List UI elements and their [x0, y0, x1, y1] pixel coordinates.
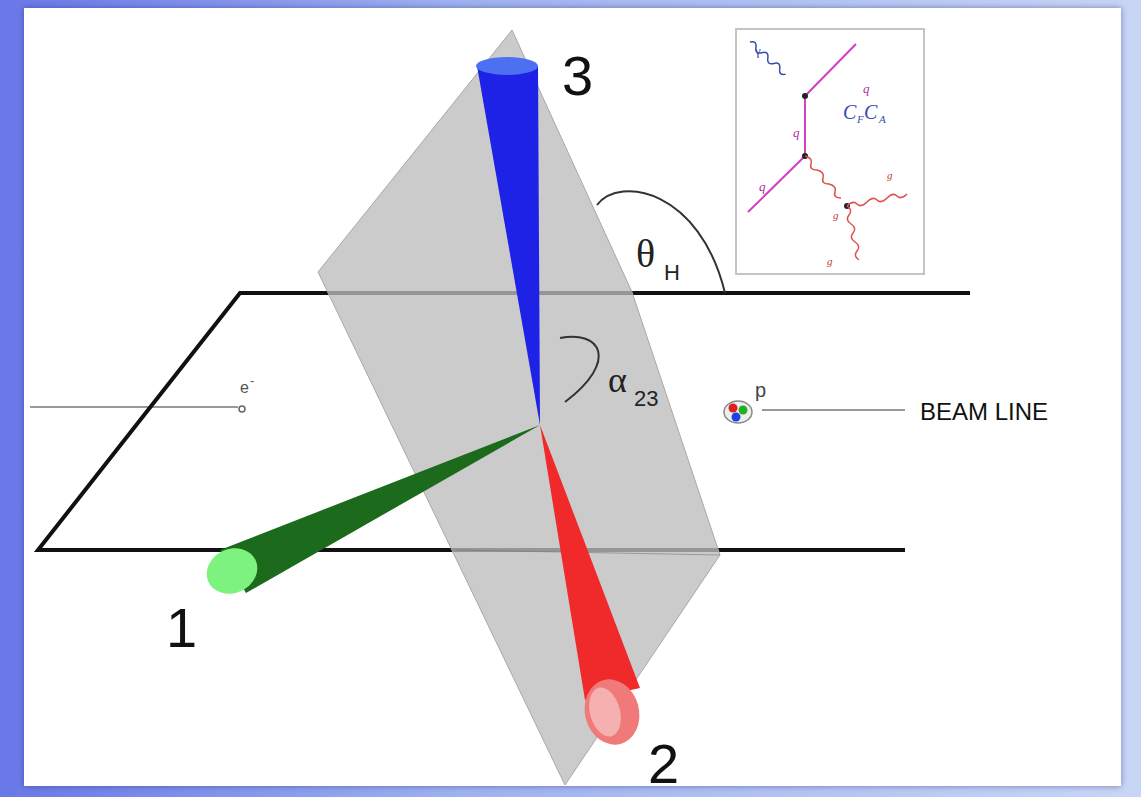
callout-number: 3: [562, 48, 593, 104]
axis-label: BEAM LINE: [920, 400, 1048, 424]
diagram-label: C: [843, 102, 856, 122]
particle-name: e: [240, 380, 249, 396]
diagram-label: q: [759, 180, 766, 193]
angle-symbol: θ: [636, 234, 655, 274]
diagram-label: g: [833, 210, 839, 221]
angle-symbol: α: [608, 362, 627, 398]
feynman-inset: γqqqCFCAggg: [735, 28, 925, 275]
callout-number: 2: [648, 736, 679, 792]
diagram-label: F: [857, 114, 864, 125]
diagram-label: γ: [755, 44, 761, 57]
particle-name: p: [755, 380, 766, 400]
particle-charge: -: [250, 374, 254, 387]
diagram-label: g: [887, 170, 893, 181]
diagram-label: A: [879, 114, 886, 125]
callout-number: 1: [166, 600, 197, 656]
angle-subscript: H: [664, 262, 680, 284]
diagram-label: g: [827, 256, 833, 267]
diagram-label: q: [793, 126, 800, 139]
diagram-label: q: [863, 82, 870, 95]
diagram-label: C: [864, 102, 877, 122]
angle-subscript: 23: [634, 388, 658, 410]
